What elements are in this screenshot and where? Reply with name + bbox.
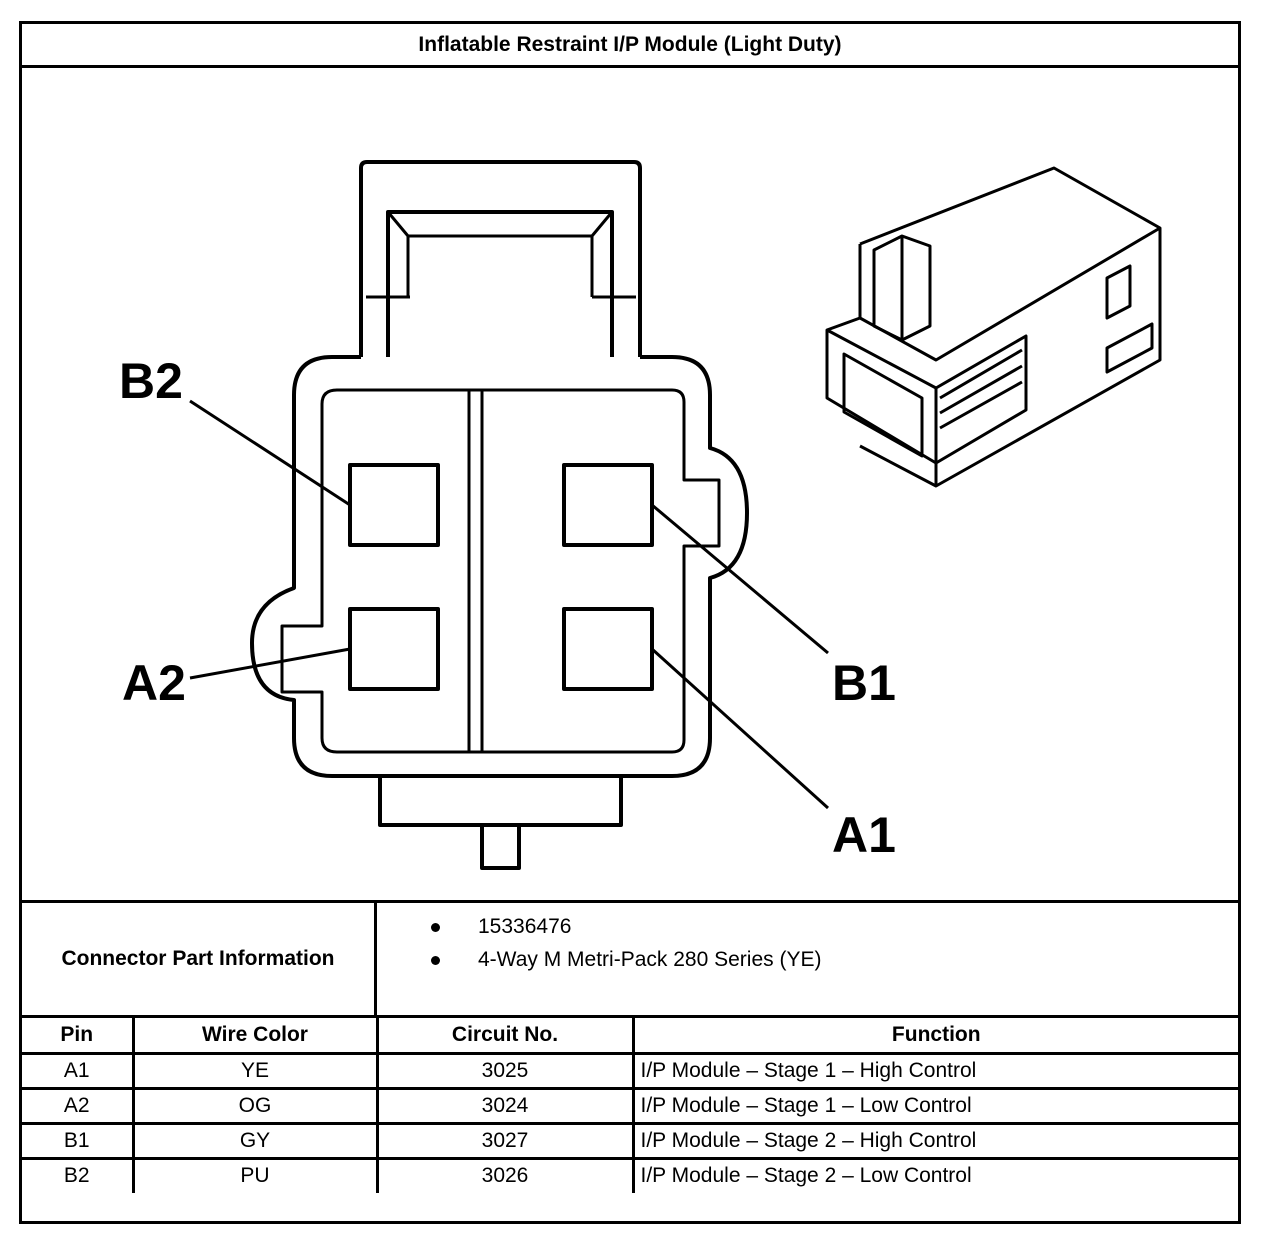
leader-b1: [651, 503, 829, 655]
connector-sheet: Inflatable Restraint I/P Module (Light D…: [19, 21, 1241, 1224]
cell-wire-color: OG: [131, 1086, 379, 1125]
bottom-key: [378, 776, 623, 870]
cell-function: I/P Module – Stage 1 – High Control: [631, 1051, 1238, 1090]
cell-circuit: 3027: [375, 1121, 635, 1160]
header-circuit: Circuit No.: [375, 1018, 635, 1055]
page-title: Inflatable Restraint I/P Module (Light D…: [22, 24, 1238, 68]
table-row: B1 GY 3027 I/P Module – Stage 2 – High C…: [22, 1121, 1238, 1160]
pin-label-b2: B2: [119, 353, 183, 409]
pin-table: Pin Wire Color Circuit No. Function A1 Y…: [22, 1018, 1238, 1193]
connector-diagram: B2 A2 B1 A1: [22, 68, 1238, 900]
pin-label-a1: A1: [832, 807, 896, 863]
terminal-b2: [348, 463, 440, 547]
header-pin: Pin: [22, 1018, 135, 1055]
cell-wire-color: PU: [131, 1156, 379, 1193]
leader-a2: [189, 647, 351, 680]
list-item: 15336476: [431, 915, 571, 939]
leader-b2: [189, 399, 351, 507]
cell-circuit: 3026: [375, 1156, 635, 1193]
leader-a1: [650, 647, 830, 810]
table-header-row: Pin Wire Color Circuit No. Function: [22, 1018, 1238, 1055]
cell-pin: B1: [22, 1121, 135, 1160]
cell-circuit: 3024: [375, 1086, 635, 1125]
header-function: Function: [631, 1018, 1238, 1055]
connector-body-outline: [250, 355, 749, 778]
cell-function: I/P Module – Stage 2 – High Control: [631, 1121, 1238, 1160]
cell-wire-color: YE: [131, 1051, 379, 1090]
cell-wire-color: GY: [131, 1121, 379, 1160]
latch-inner: [386, 210, 614, 357]
cell-pin: B2: [22, 1156, 135, 1193]
connector-3d-illustration: [825, 166, 1162, 488]
bullet-icon: [431, 955, 440, 965]
connector-part-info: Connector Part Information 15336476 4-Wa…: [22, 900, 1238, 1018]
connector-series: 4-Way M Metri-Pack 280 Series (YE): [478, 948, 822, 971]
list-item: 4-Way M Metri-Pack 280 Series (YE): [431, 948, 821, 972]
terminal-a1: [562, 607, 654, 691]
pin-label-a2: A2: [122, 655, 186, 711]
cell-pin: A1: [22, 1051, 135, 1090]
latch-outer: [359, 160, 642, 357]
cell-circuit: 3025: [375, 1051, 635, 1090]
connector-info-label: Connector Part Information: [22, 903, 377, 1015]
table-row: A1 YE 3025 I/P Module – Stage 1 – High C…: [22, 1051, 1238, 1090]
table-row: B2 PU 3026 I/P Module – Stage 2 – Low Co…: [22, 1156, 1238, 1193]
cell-function: I/P Module – Stage 1 – Low Control: [631, 1086, 1238, 1125]
cell-function: I/P Module – Stage 2 – Low Control: [631, 1156, 1238, 1193]
connector-face-drawing: B2 A2 B1 A1: [119, 160, 1162, 870]
connector-info-list: 15336476 4-Way M Metri-Pack 280 Series (…: [379, 903, 1238, 1015]
table-row: A2 OG 3024 I/P Module – Stage 1 – Low Co…: [22, 1086, 1238, 1125]
bullet-icon: [431, 922, 440, 932]
terminal-a2: [348, 607, 440, 691]
part-number: 15336476: [478, 915, 572, 938]
pin-label-b1: B1: [832, 655, 896, 711]
connector-cavity: [280, 388, 721, 754]
header-wire-color: Wire Color: [131, 1018, 379, 1055]
cell-pin: A2: [22, 1086, 135, 1125]
terminal-b1: [562, 463, 654, 547]
